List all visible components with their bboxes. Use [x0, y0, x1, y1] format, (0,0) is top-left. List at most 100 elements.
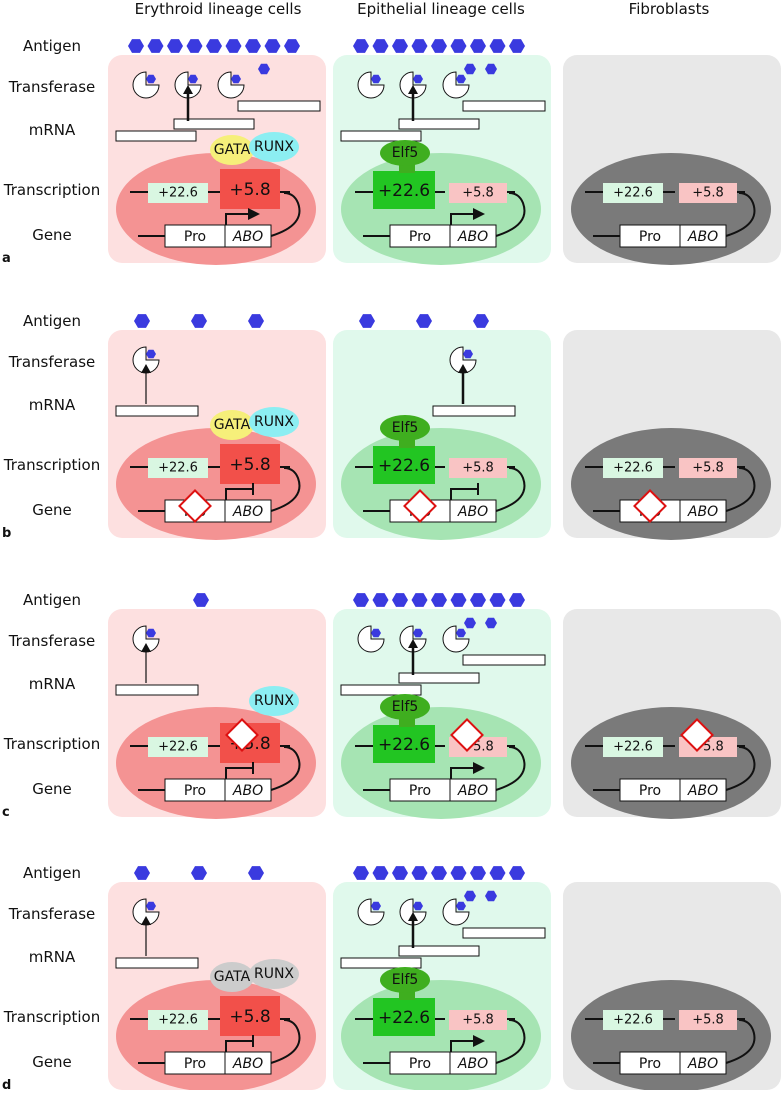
translation-arrow-head: [408, 85, 418, 94]
enhancer-22-6-box: [603, 1010, 663, 1030]
enhancer-5-8-label: +5.8: [692, 1013, 724, 1028]
antigen-hexagon: [186, 39, 203, 53]
enhancer-22-6-box: [373, 446, 435, 484]
panel-letter: a: [2, 251, 11, 266]
mrna-strip: [462, 927, 546, 939]
enhancer-22-6-box: [373, 998, 435, 1036]
enhancer-5-8-label: +5.8: [229, 1007, 270, 1027]
dna-loop: [495, 192, 526, 237]
mutation-marker: [178, 489, 212, 523]
mutation-marker: [225, 718, 259, 752]
antigen-hexagon: [134, 314, 150, 328]
mrna-strip: [462, 654, 546, 666]
enhancer-5-8-box: [679, 458, 737, 478]
enhancer-22-6-label: +22.6: [613, 740, 653, 755]
antigen-hexagon: [431, 593, 447, 607]
antigen-hexagon: [450, 39, 467, 53]
enhancer-22-6-label: +22.6: [613, 461, 653, 476]
tss-arrowhead: [473, 208, 485, 220]
dna-loop: [270, 1019, 301, 1064]
mrna-strip: [237, 100, 321, 112]
promoter-label: Pro: [409, 1056, 431, 1072]
elf5-label: Elf5: [392, 699, 419, 715]
dna-loop: [270, 746, 301, 791]
antigen-hexagon: [245, 39, 261, 53]
gata-factor: [210, 962, 254, 992]
antigen-hexagon: [128, 39, 144, 53]
tss-arrowhead: [473, 1035, 485, 1047]
antigen-hexagon: [456, 74, 466, 84]
antigen-hexagon: [464, 617, 476, 629]
runx-label: RUNX: [254, 414, 294, 430]
antigen-hexagon: [392, 866, 408, 880]
dna-loop: [270, 192, 301, 237]
enhancer-5-8-box: [449, 183, 507, 203]
transferase-enzyme: [449, 346, 477, 374]
nucleus: [116, 707, 316, 819]
antigen-hexagon: [372, 593, 389, 607]
gata-label: GATA: [214, 417, 251, 433]
antigen-hexagon: [353, 866, 369, 880]
row-label-mrna: mRNA: [28, 948, 76, 966]
nucleus: [116, 428, 316, 540]
mrna-strip: [340, 684, 422, 696]
antigen-hexagon: [485, 63, 497, 75]
promoter-label: Pro: [639, 1056, 661, 1072]
dna-loop: [725, 192, 756, 237]
row-label-antigen: Antigen: [22, 312, 82, 330]
antigen-hexagon: [463, 349, 473, 359]
antigen-hexagon: [464, 63, 476, 75]
enhancer-5-8-box: [220, 169, 280, 209]
nucleus: [341, 428, 541, 540]
elf5-label: Elf5: [392, 145, 419, 161]
antigen-hexagon: [485, 890, 497, 902]
transferase-enzyme: [442, 898, 470, 926]
antigen-hexagon: [411, 39, 428, 53]
enhancer-22-6-box: [148, 458, 208, 478]
transferase-enzyme: [442, 625, 470, 653]
antigen-hexagon: [473, 314, 489, 328]
dna-loop: [725, 467, 756, 512]
enhancer-22-6-box: [603, 458, 663, 478]
antigen-hexagon: [134, 866, 150, 880]
abo-gene-label: ABO: [232, 1056, 263, 1072]
gata-label: GATA: [214, 969, 251, 985]
row-label-transcription: Transcription: [3, 1008, 101, 1026]
antigen-hexagon: [509, 39, 525, 53]
mrna-strip: [340, 130, 422, 142]
translation-arrow-head: [141, 364, 151, 373]
translation-arrow-head: [141, 643, 151, 652]
antigen-hexagon: [456, 901, 466, 911]
antigen-hexagon: [456, 628, 466, 638]
elf5-factor: [380, 694, 430, 720]
nucleus: [116, 153, 316, 265]
dna-loop: [495, 1019, 526, 1064]
enhancer-22-6-label: +22.6: [158, 461, 198, 476]
antigen-hexagon: [489, 39, 506, 53]
row-label-transcription: Transcription: [3, 181, 101, 199]
column-title-erythroid: Erythroid lineage cells: [134, 0, 302, 18]
enhancer-5-8-box: [220, 996, 280, 1036]
row-label-mrna: mRNA: [28, 675, 76, 693]
enhancer-22-6-label: +22.6: [378, 456, 430, 476]
antigen-hexagon: [284, 39, 300, 53]
enhancer-5-8-label: +5.8: [692, 186, 724, 201]
antigen-hexagon: [411, 866, 428, 880]
runx-factor: [249, 959, 299, 989]
row-label-transferase: Transferase: [8, 353, 96, 371]
mrna-strip: [115, 130, 197, 142]
row-label-antigen: Antigen: [22, 591, 82, 609]
antigen-hexagon: [225, 39, 242, 53]
row-label-mrna: mRNA: [28, 396, 76, 414]
enhancer-5-8-box: [679, 1010, 737, 1030]
antigen-hexagon: [248, 866, 264, 880]
antigen-hexagon: [146, 349, 156, 359]
translation-arrow-head: [408, 912, 418, 921]
antigen-hexagon: [413, 901, 423, 911]
mrna-strip: [432, 405, 516, 417]
